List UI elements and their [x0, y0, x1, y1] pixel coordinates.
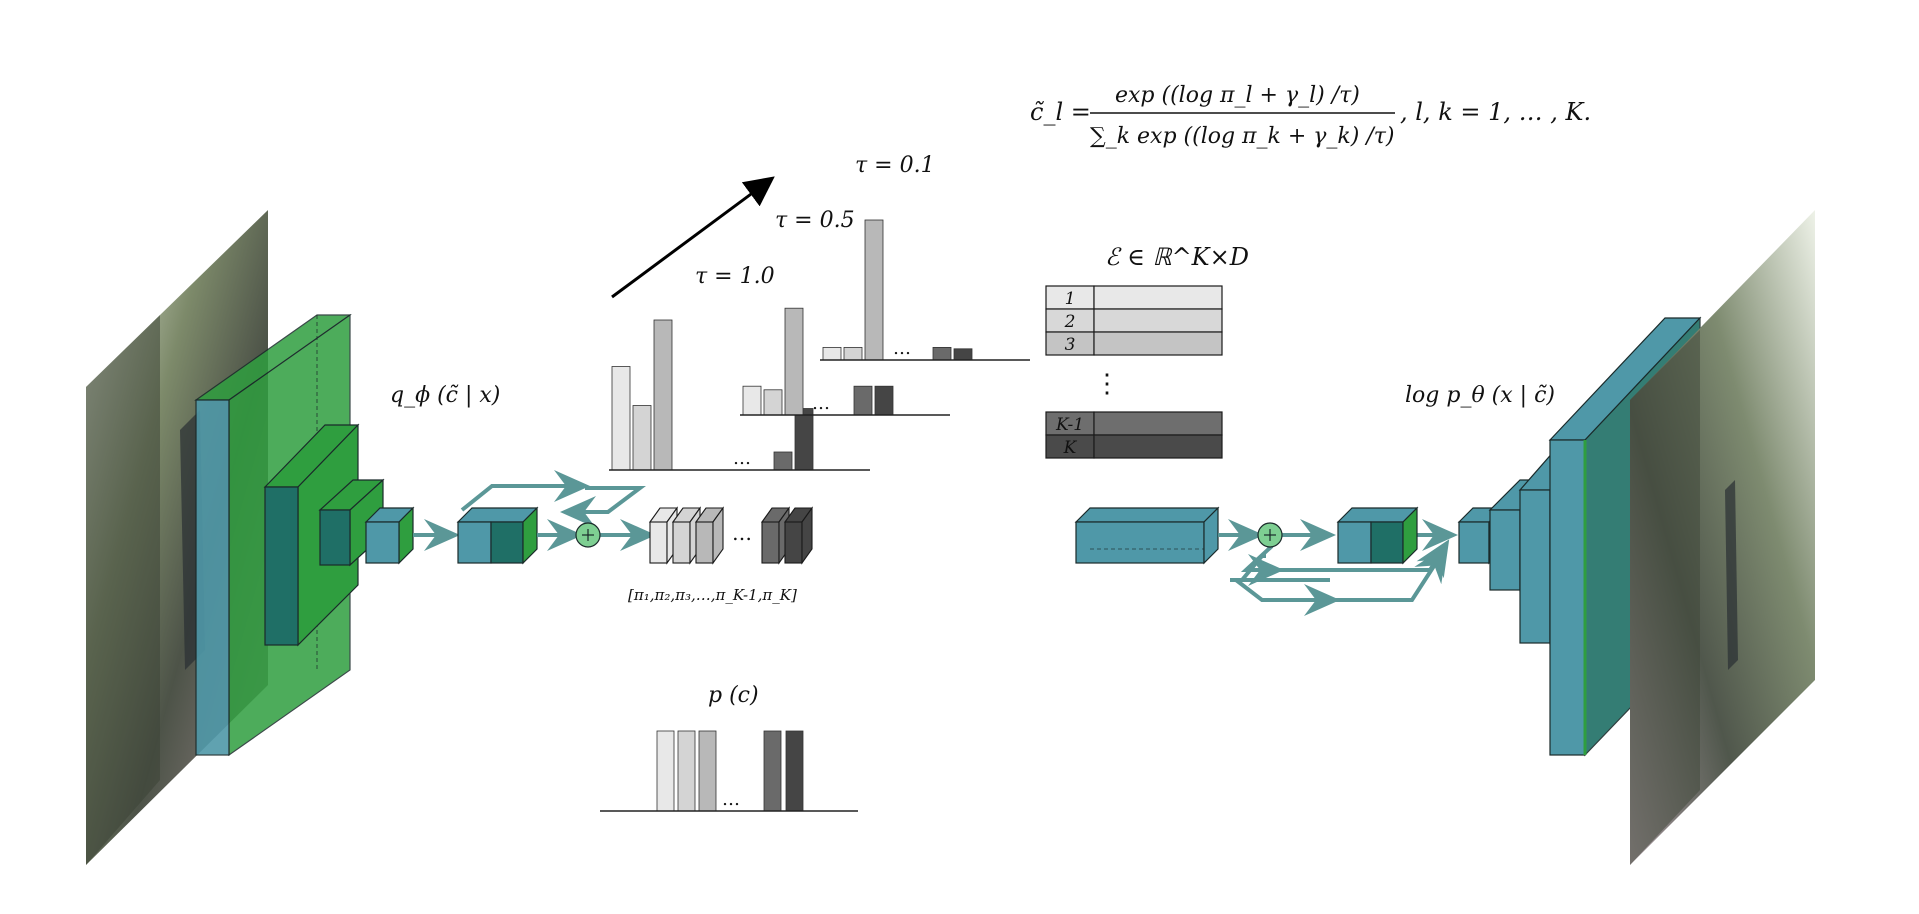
encoder-block-4 [364, 506, 415, 565]
codebook-row: K-1 [1045, 411, 1223, 436]
codebook-row-index: 1 [1065, 289, 1076, 309]
logit-cube [760, 506, 791, 565]
formula-denominator: ∑_k exp ((log π_k + γ_k) /τ) [1090, 124, 1395, 149]
histogram-ellipsis: … [733, 448, 751, 469]
decoder-skip-arrows [1218, 519, 1458, 616]
encoder-sum-node [575, 522, 601, 548]
histogram-bar [611, 366, 631, 471]
encoder-skip-arrows [460, 470, 656, 551]
codebook-label: ℰ ∈ ℝ^K×D [1105, 243, 1249, 271]
prior-bar [698, 730, 717, 812]
codebook-vdots: ⋮ [1094, 369, 1120, 399]
prior-bar [763, 730, 782, 812]
encoder-network [194, 313, 415, 757]
prior-ellipsis: … [722, 789, 740, 810]
temperature-label: τ = 1.0 [695, 264, 775, 289]
histogram-bar [853, 385, 873, 416]
encoder-residual-block [456, 506, 539, 565]
histogram-bar [773, 451, 793, 471]
prior-bar [677, 730, 696, 812]
output-image [1630, 210, 1815, 865]
histogram-bar [632, 405, 652, 471]
encoder-label: q_ϕ (c̃ | x) [390, 383, 500, 408]
temperature-arrow [611, 176, 775, 299]
decoder-residual-block [1336, 506, 1419, 565]
codebook-row: 3 [1045, 331, 1223, 356]
encoder-block-2 [263, 423, 360, 647]
codebook-row-index: K-1 [1055, 415, 1084, 435]
histogram-bar [953, 348, 973, 361]
histogram-bar [874, 385, 894, 416]
prior-histogram: … [600, 730, 858, 812]
temperature-label: τ = 0.1 [855, 153, 935, 178]
histogram-bar [794, 408, 814, 471]
ellipsis-logits: … [732, 521, 752, 545]
decoder-sum-node [1257, 522, 1283, 548]
histogram-ellipsis: … [812, 393, 830, 414]
codebook-row: 2 [1045, 308, 1223, 333]
histogram-bar [843, 346, 863, 361]
codebook-row: K [1045, 434, 1223, 459]
temperature-histogram: τ = 0.5 … [740, 208, 950, 416]
codebook-row: 1 [1045, 285, 1223, 310]
prior-label: p (c) [708, 683, 759, 708]
gumbel-softmax-formula: c̃_l = exp ((log π_l + γ_l) /τ) ∑_k exp … [1030, 83, 1591, 149]
histogram-bar [653, 319, 673, 471]
temperature-histogram: τ = 1.0 … [609, 264, 870, 471]
temperature-histograms: τ = 1.0 … τ = 0.5 … τ = 0.1 … [609, 153, 1030, 471]
histogram-bar [763, 389, 783, 416]
temperature-histogram: τ = 0.1 … [820, 153, 1030, 361]
formula-suffix: , l, k = 1, … , K. [1400, 98, 1591, 126]
prior-bar [785, 730, 804, 812]
probs-label: [π₁,π₂,π₃,…,π_K-1,π_K] [628, 586, 797, 604]
decoder-label: log p_θ (x | c̃) [1405, 383, 1555, 408]
codebook-row-index: K [1063, 438, 1078, 458]
prior-bar [656, 730, 675, 812]
histogram-bar [932, 346, 952, 361]
histogram-bar [822, 346, 842, 361]
logit-blocks [648, 506, 814, 565]
codebook-row-index: 2 [1064, 312, 1076, 332]
formula-lhs: c̃_l = [1030, 98, 1091, 126]
logit-cube [694, 506, 725, 565]
formula-numerator: exp ((log π_l + γ_l) /τ) [1115, 83, 1360, 108]
histogram-bar [784, 307, 804, 416]
histogram-bar [742, 385, 762, 416]
codebook-table: 1 2 3K-1K [1045, 285, 1223, 459]
logit-cube [783, 506, 814, 565]
decoder-input-block [1074, 506, 1220, 565]
histogram-bar [864, 219, 884, 361]
histogram-ellipsis: … [893, 338, 911, 359]
codebook-row-index: 3 [1065, 335, 1076, 355]
temperature-label: τ = 0.5 [775, 208, 855, 233]
